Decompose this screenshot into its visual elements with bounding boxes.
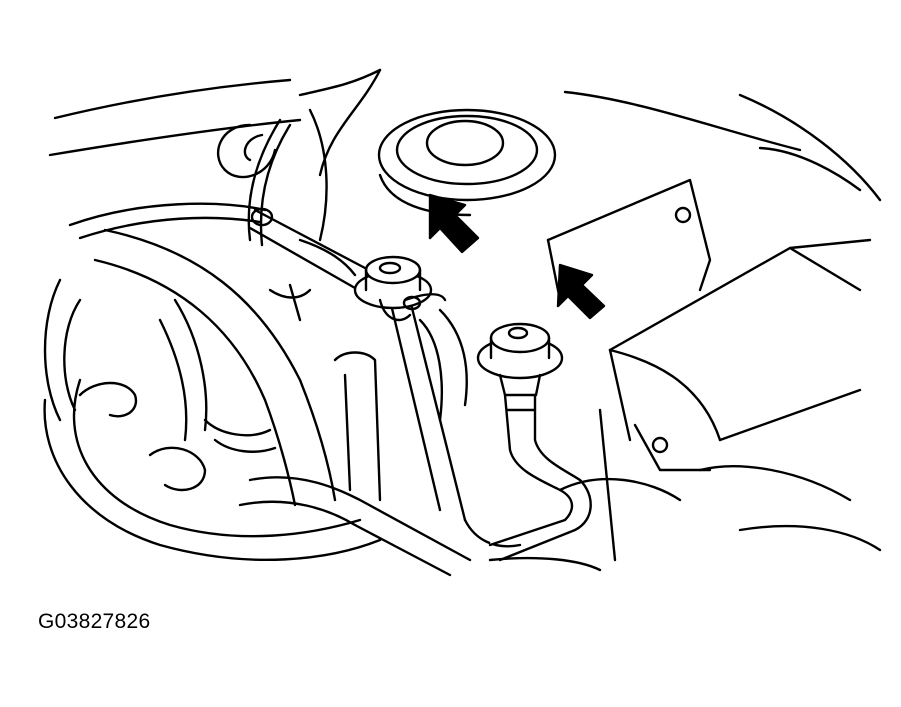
strut-tower-cap [377,108,557,217]
fuel-rail [248,207,367,290]
intake-hose [43,228,382,562]
figure-code: G03827826 [38,610,151,633]
left-pressure-regulator [353,255,468,422]
engine-bay-illustration [43,68,882,577]
background-body-lines [48,68,882,242]
arrow-pointer-right [556,263,606,320]
right-pressure-regulator [476,322,564,397]
relay-box [546,178,872,562]
arrow-pointer-left [428,193,480,254]
fuel-hose [488,393,592,562]
brackets-and-pipes [238,283,522,577]
wiring-harness [68,118,292,247]
